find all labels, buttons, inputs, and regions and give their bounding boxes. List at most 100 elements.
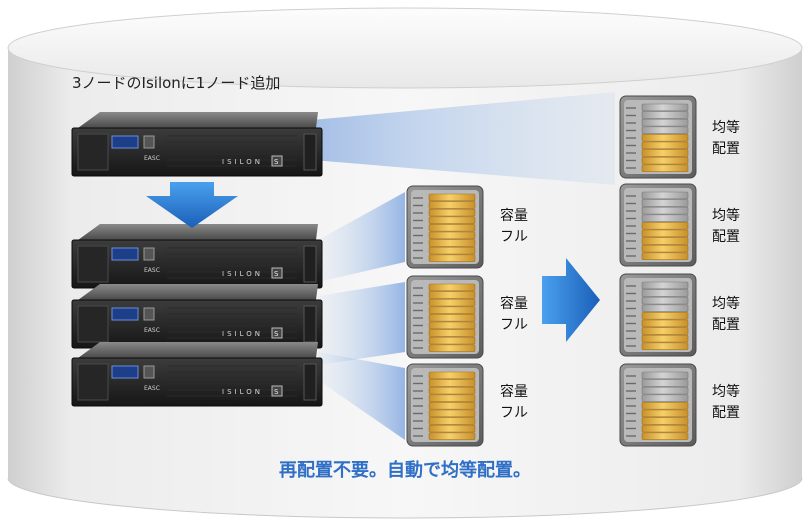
disk-bar-filled — [641, 156, 689, 165]
disk-bar-filled — [428, 321, 476, 330]
even-label-2-line1: 均等 — [712, 208, 740, 224]
server-power-button — [143, 365, 155, 379]
even-label-4: 均等 配置 — [712, 382, 740, 424]
disk-bar-filled — [428, 283, 476, 292]
full-label-2: 容量 フル — [500, 294, 528, 336]
down-arrow — [146, 182, 238, 228]
disk-bar-filled — [641, 149, 689, 157]
server-face — [71, 127, 323, 177]
server-display — [111, 247, 139, 261]
disk-bar-filled — [641, 334, 689, 343]
disk-bar-filled — [428, 432, 476, 440]
beam-new-node-to-even — [312, 92, 615, 185]
server-display — [111, 365, 139, 379]
even-label-4-line1: 均等 — [712, 384, 740, 400]
even-label-1-line2: 配置 — [712, 141, 740, 157]
disk-bar-filled — [641, 417, 689, 425]
disk-bar-filled — [641, 229, 689, 238]
full-disk-1 — [406, 185, 484, 269]
disk-bar-filled — [428, 216, 476, 224]
disk-bar-filled — [428, 314, 476, 322]
server-brand-label: ISILON — [222, 270, 263, 278]
disk-bar-filled — [641, 141, 689, 150]
beam-full-disk-2 — [318, 282, 405, 365]
server-model-label: EASC — [144, 385, 160, 392]
disk-bar-empty — [641, 214, 689, 222]
disk-bar-empty — [641, 379, 689, 387]
disk-bar-empty — [641, 281, 689, 290]
even-label-3: 均等 配置 — [712, 294, 740, 336]
disk-bar-filled — [428, 371, 476, 380]
disk-bar-empty — [641, 206, 689, 215]
disk-bar-filled — [641, 409, 689, 418]
server-top — [78, 112, 318, 128]
disk-bar-empty — [641, 191, 689, 200]
full-label-3-line2: フル — [500, 405, 528, 421]
disk-bar-filled — [428, 344, 476, 352]
disk-bar-empty — [641, 371, 689, 380]
disk-bar-filled — [641, 319, 689, 328]
disk-bar-empty — [641, 103, 689, 112]
right-arrow — [542, 258, 600, 342]
server-handle-right — [303, 133, 317, 171]
distribution-beams — [312, 92, 615, 440]
disk-bar-filled — [641, 432, 689, 440]
server-badge-label: S — [274, 388, 279, 396]
server-power-button — [143, 307, 155, 321]
disk-bar-filled — [428, 386, 476, 395]
disk-bar-empty — [641, 304, 689, 312]
disk-icons — [406, 95, 697, 447]
disk-bar-empty — [641, 289, 689, 297]
server-handle-right — [303, 245, 317, 283]
full-label-1-line1: 容量 — [500, 208, 528, 224]
disk-bar-filled — [428, 402, 476, 410]
full-label-2-line1: 容量 — [500, 296, 528, 312]
server-face — [71, 357, 323, 407]
disk-bar-empty — [641, 386, 689, 395]
disk-bar-filled — [428, 193, 476, 202]
disk-bar-filled — [641, 402, 689, 410]
server-top — [78, 284, 318, 300]
even-label-2-line2: 配置 — [712, 229, 740, 245]
disk-bar-filled — [641, 327, 689, 335]
disk-bar-empty — [641, 296, 689, 305]
disk-bar-filled — [428, 254, 476, 262]
full-label-1: 容量 フル — [500, 206, 528, 248]
server-badge-label: S — [274, 330, 279, 338]
server-handle-right — [303, 305, 317, 343]
server-vent-left — [77, 245, 109, 283]
server-top — [78, 342, 318, 358]
disk-bar-filled — [641, 424, 689, 433]
disk-bar-filled — [428, 239, 476, 247]
server-face — [71, 239, 323, 289]
server-badge-label: S — [274, 270, 279, 278]
disk-bar-filled — [641, 164, 689, 172]
disk-bar-filled — [428, 231, 476, 240]
server-badge-box — [271, 385, 283, 397]
diagram-title: 3ノードのIsilonに1ノード追加 — [72, 74, 281, 92]
disk-bar-filled — [428, 246, 476, 255]
disk-bar-filled — [641, 252, 689, 260]
disk-bar-filled — [641, 134, 689, 142]
disk-bar-filled — [641, 222, 689, 230]
full-label-3-line1: 容量 — [500, 384, 528, 400]
server-handle-right — [303, 363, 317, 401]
disk-bar-filled — [641, 237, 689, 245]
even-label-4-line2: 配置 — [712, 405, 740, 421]
disk-bar-filled — [428, 394, 476, 402]
disk-bar-empty — [641, 111, 689, 119]
server-vent-left — [77, 305, 109, 343]
disk-bar-empty — [641, 199, 689, 207]
disk-bar-filled — [428, 224, 476, 232]
even-label-1-line1: 均等 — [712, 120, 740, 136]
server-badge-box — [271, 267, 283, 279]
disk-bar-filled — [641, 312, 689, 320]
server-vent-left — [77, 133, 109, 171]
server-badge-box — [271, 327, 283, 339]
even-label-3-line1: 均等 — [712, 296, 740, 312]
